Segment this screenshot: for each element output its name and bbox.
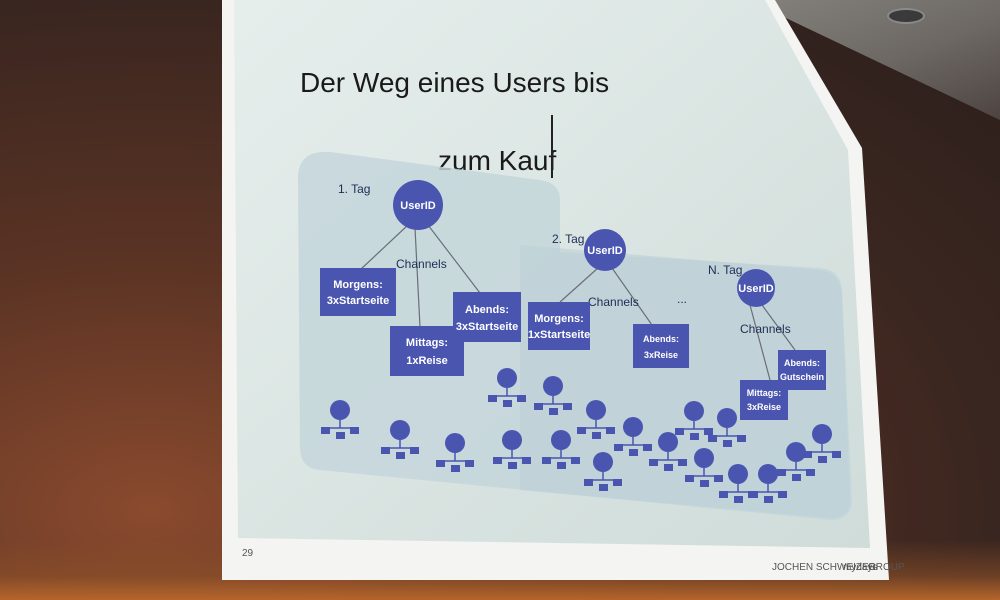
- day2-channels-label: Channels: [588, 295, 639, 309]
- day2-label: 2. Tag: [552, 232, 584, 246]
- day1-noon-box: Mittags: 1xReise: [390, 326, 464, 376]
- svg-text:GROUP: GROUP: [868, 562, 905, 573]
- page-number: 29: [242, 548, 254, 559]
- day1-userid-label: UserID: [400, 200, 436, 212]
- day1-morning-box: Morgens: 3xStartseite: [320, 268, 396, 316]
- dayN-noon-box: Mittags: 3xReise: [740, 380, 788, 420]
- svg-text:3xReise: 3xReise: [644, 350, 678, 360]
- svg-text:3xStartseite: 3xStartseite: [327, 295, 389, 307]
- svg-text:Morgens:: Morgens:: [534, 313, 584, 325]
- day2-connectors: [559, 267, 653, 326]
- svg-text:Abends:: Abends:: [643, 334, 679, 344]
- svg-text:3xStartseite: 3xStartseite: [456, 321, 518, 333]
- day1-evening-box: Abends: 3xStartseite: [453, 292, 521, 342]
- day2-userid-node: UserID: [584, 229, 626, 271]
- svg-text:3xReise: 3xReise: [747, 402, 781, 412]
- slide-title-line1: Der Weg eines Users bis: [300, 67, 609, 98]
- day2-userid-label: UserID: [587, 245, 623, 257]
- svg-text:Mittags:: Mittags:: [747, 388, 782, 398]
- svg-text:mydays: mydays: [843, 562, 877, 573]
- svg-text:Mittags:: Mittags:: [406, 337, 448, 349]
- footer-brand-logo: JOCHEN SCHWEIZER mydays GROUP: [772, 562, 905, 573]
- dayN-channels-label: Channels: [740, 322, 791, 336]
- dayN-connectors: [749, 304, 796, 381]
- dayN-userid-node: UserID: [737, 269, 775, 307]
- svg-text:Morgens:: Morgens:: [333, 279, 383, 291]
- svg-text:1xStartseite: 1xStartseite: [528, 329, 590, 341]
- svg-text:1xReise: 1xReise: [406, 355, 448, 367]
- day1-channels-label: Channels: [396, 257, 447, 271]
- day2-morning-box: Morgens: 1xStartseite: [528, 302, 590, 350]
- svg-text:JOCHEN SCHWEIZER: JOCHEN SCHWEIZER: [772, 562, 876, 573]
- svg-text:Gutschein: Gutschein: [780, 372, 824, 382]
- day1-label: 1. Tag: [338, 182, 370, 196]
- ellipsis-dots: ...: [677, 292, 687, 306]
- svg-text:Abends:: Abends:: [465, 304, 509, 316]
- dayN-userid-label: UserID: [738, 283, 774, 295]
- svg-text:Abends:: Abends:: [784, 358, 820, 368]
- day1-userid-node: UserID: [393, 180, 443, 230]
- day2-evening-box: Abends: 3xReise: [633, 324, 689, 368]
- ceiling-light: [887, 8, 925, 24]
- day1-connectors: [359, 224, 481, 328]
- dayN-label: N. Tag: [708, 263, 742, 277]
